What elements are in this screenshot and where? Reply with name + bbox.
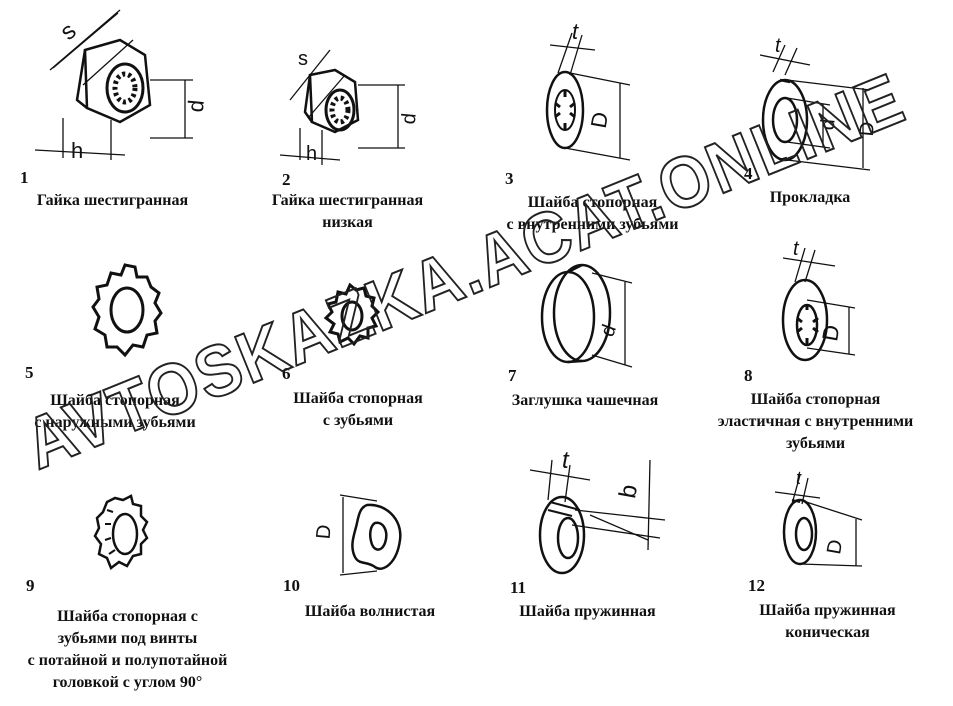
conical-spring-washer-drawing: t D (770, 468, 880, 580)
dim-label-h: h (71, 138, 83, 163)
cup-plug-drawing: d (520, 255, 650, 375)
dim-label-d: d (817, 118, 840, 131)
dim-label-D: D (823, 538, 847, 556)
item-number: 9 (26, 576, 35, 595)
caption-line: Прокладка (769, 189, 851, 206)
caption-line: зубьями под винты (57, 630, 198, 647)
caption-line: с зубьями (322, 412, 394, 429)
dim-label-t: t (562, 447, 570, 474)
dim-label-t: t (796, 468, 802, 488)
item-caption: Гайка шестигранная (10, 190, 215, 212)
caption-line: Шайба стопорная (293, 390, 423, 407)
item-number: 2 (282, 170, 291, 189)
caption-line: с внутренними зубьями (506, 216, 679, 233)
caption-line: с потайной и полупотайной (27, 652, 228, 669)
item-number: 12 (748, 576, 765, 595)
dim-label-d: d (398, 112, 421, 125)
elastic-internal-tooth-washer-drawing: t D (765, 238, 895, 370)
caption-line: Заглушка чашечная (511, 392, 659, 409)
dim-label-d: d (183, 99, 209, 113)
caption-line: Шайба пружинная (759, 602, 896, 619)
caption-line: Шайба стопорная с (57, 608, 198, 625)
external-tooth-washer-drawing (85, 255, 170, 365)
item-caption: Шайба стопорная с наружными зубьями (10, 390, 220, 434)
caption-line: Гайка шестигранная (271, 192, 424, 209)
caption-line: головкой с углом 90° (52, 674, 203, 691)
item-number: 5 (25, 363, 34, 382)
item-caption: Шайба пружинная коническая (735, 600, 920, 644)
dim-label-D: D (856, 121, 879, 137)
item-caption: Гайка шестигранная низкая (245, 190, 450, 234)
caption-line: Гайка шестигранная (36, 192, 189, 209)
item-number: 1 (20, 168, 29, 187)
item-caption: Шайба стопорная эластичная с внутренними… (688, 389, 943, 455)
gasket-drawing: t d D (745, 35, 879, 180)
dim-label-D: D (817, 323, 844, 343)
internal-tooth-washer-drawing: t D (520, 19, 650, 165)
item-number: 10 (283, 576, 300, 595)
low-hex-nut-drawing: s d h (270, 48, 421, 165)
dim-label-t: t (572, 19, 579, 44)
toothed-lock-washer-drawing (320, 280, 385, 355)
caption-line: Шайба пружинная (519, 603, 656, 620)
item-number: 6 (282, 364, 291, 383)
caption-line: эластичная с внутренними (717, 413, 914, 430)
dim-label-D: D (586, 110, 613, 130)
item-caption: Прокладка (740, 187, 880, 209)
dim-label-t: t (775, 35, 782, 57)
item-number: 4 (744, 164, 753, 183)
hex-nut-drawing: s d h (25, 10, 209, 163)
caption-line: коническая (785, 624, 870, 641)
item-number: 3 (505, 169, 514, 188)
wave-washer-drawing: D (313, 485, 415, 585)
item-caption: Шайба стопорная с зубьями под винты с по… (0, 606, 255, 694)
dim-label-t: t (793, 238, 800, 260)
dim-label-h: h (306, 143, 317, 165)
caption-line: Шайба стопорная (50, 392, 180, 409)
spring-washer-drawing: t b (520, 447, 680, 580)
caption-line: Шайба волнистая (304, 603, 436, 620)
item-caption: Шайба пружинная (490, 601, 685, 623)
item-caption: Шайба волнистая (280, 601, 460, 623)
item-caption: Заглушка чашечная (480, 390, 690, 412)
item-number: 11 (510, 578, 527, 597)
countersunk-tooth-washer-drawing (85, 490, 160, 580)
dim-label-s: s (55, 17, 82, 45)
dim-label-b: b (614, 482, 643, 500)
caption-line: с наружными зубьями (34, 414, 196, 431)
dim-label-D: D (313, 524, 336, 540)
item-caption: Шайба стопорная с внутренними зубьями (480, 192, 705, 236)
item-number: 8 (744, 366, 753, 385)
item-caption: Шайба стопорная с зубьями (268, 388, 448, 432)
caption-line: низкая (322, 214, 373, 231)
item-number: 7 (508, 366, 517, 385)
caption-line: Шайба стопорная (527, 194, 658, 211)
caption-line: Шайба стопорная (750, 391, 881, 408)
caption-line: зубьями (785, 435, 846, 452)
dim-label-s: s (298, 48, 308, 70)
